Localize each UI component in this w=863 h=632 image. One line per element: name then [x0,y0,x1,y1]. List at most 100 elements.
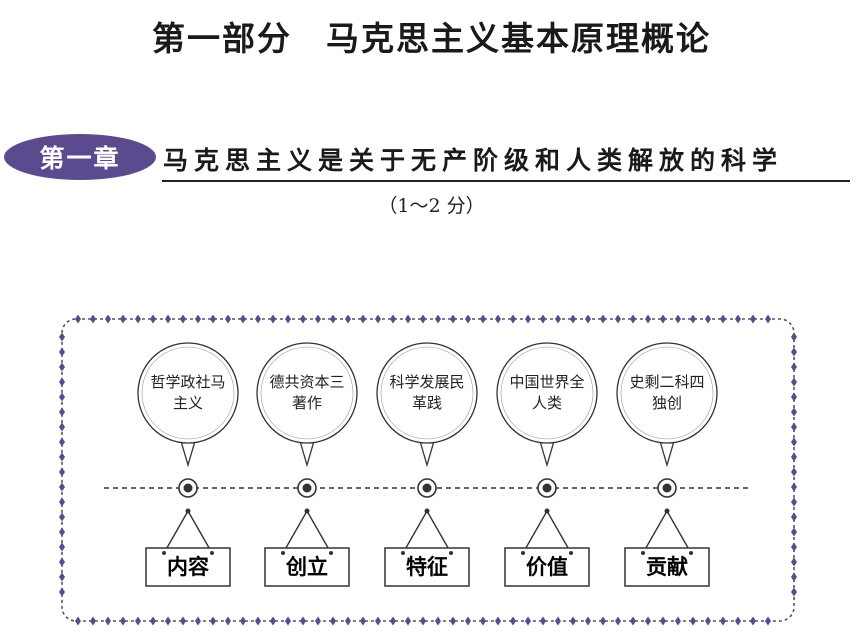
frame-diamond [495,616,501,626]
bubble-circle [376,342,478,444]
hanger-pin [664,508,670,514]
frame-diamond [240,616,246,626]
frame-diamond [255,315,261,324]
frame-diamond [120,315,126,324]
frame-diamond [600,315,606,324]
frame-diamond [375,315,381,324]
bubble-circle [496,342,598,444]
hanger-strings [163,509,213,554]
frame-diamond [791,572,797,582]
frame-diamond [525,616,531,626]
frame-diamond [585,616,591,626]
frame-diamond [690,616,696,626]
frame-diamond [240,315,246,324]
sign-box [624,547,710,587]
frame-diamond [450,616,456,626]
sign-hole [281,551,285,555]
timeline-node-dot [542,483,552,493]
hanger-strings [402,509,452,554]
bubble-text-line: 革践 [411,394,442,412]
frame-diamond [300,616,306,626]
diagram-unit [256,342,358,587]
frame-diamond [765,315,771,324]
frame-diamond [705,616,711,626]
frame-diamond [59,512,65,522]
frame-diamond [195,616,201,626]
frame-diamond [59,497,65,507]
frame-diamond [59,392,65,402]
bubble-text-line: 人类 [531,394,562,412]
frame-diamond [735,315,741,324]
frame-diamond [270,616,276,626]
frame-diamond [791,377,797,387]
score-note: （1～2 分） [378,195,485,217]
sign-box [504,547,590,587]
diagram-unit [137,342,239,587]
frame-diamond [540,616,546,626]
frame-diamond [495,315,501,324]
sign-label: 贡献 [646,555,688,579]
frame-diamond [510,616,516,626]
frame-diamond [570,315,576,324]
frame-diamond [791,587,797,597]
hanger-strings [522,509,572,554]
frame-diamond [59,332,65,342]
sign-hole [329,551,333,555]
frame-diamond [450,315,456,324]
sign-hole [449,551,453,555]
bubble-inner-ring [620,346,714,440]
frame-diamond [435,616,441,626]
frame-diamond [90,616,96,626]
frame-diamond [59,422,65,432]
bubble-text-line: 中国世界全 [509,373,585,391]
frame-diamond [120,616,126,626]
frame-diamond [630,315,636,324]
frame-diamond [75,315,81,324]
bubble-text: 中国世界全人类 [497,372,597,414]
bubble-inner-ring [141,346,235,440]
frame-diamond [255,616,261,626]
frame-diamond [405,616,411,626]
frame-diamond [660,616,666,626]
diagram-unit [616,342,718,587]
frame-diamond [615,315,621,324]
frame-diamond [195,315,201,324]
frame-diamond [180,315,186,324]
frame-diamond [75,616,81,626]
frame-diamond [90,315,96,324]
bubble-circle [616,342,718,444]
sign-box [384,547,470,587]
sign-label: 特征 [406,555,448,579]
frame-diamond [390,616,396,626]
frame-diamond [765,616,771,626]
sign-box [145,547,231,587]
frame-diamond [465,315,471,324]
bubble-text-line: 哲学政社马 [150,373,226,391]
bubble-text: 史剩二科四独创 [617,372,717,414]
frame-diamond [791,392,797,402]
frame-diamond [59,557,65,567]
frame-diamond [705,315,711,324]
diagram-frame [59,315,797,626]
sign-label: 内容 [167,555,209,579]
frame-diamond [420,616,426,626]
frame-diamond [791,407,797,417]
sign-label: 创立 [286,555,328,579]
summary-diagram: 哲学政社马主义内容德共资本三著作创立科学发展民革践特征中国世界全人类价值史剩二科… [58,315,798,627]
frame-diamond [720,616,726,626]
frame-diamond [270,315,276,324]
hanger-pin [544,508,550,514]
frame-diamond [360,315,366,324]
bubble-circle [137,342,239,444]
frame-diamond [791,467,797,477]
frame-diamond [791,482,797,492]
frame-diamond [750,616,756,626]
frame-diamond [390,315,396,324]
frame-diamond [59,377,65,387]
frame-diamond [690,315,696,324]
frame-diamond [375,616,381,626]
frame-diamond [630,616,636,626]
frame-diamond [225,616,231,626]
frame-diamond [59,572,65,582]
bubble-text: 科学发展民革践 [377,372,477,414]
